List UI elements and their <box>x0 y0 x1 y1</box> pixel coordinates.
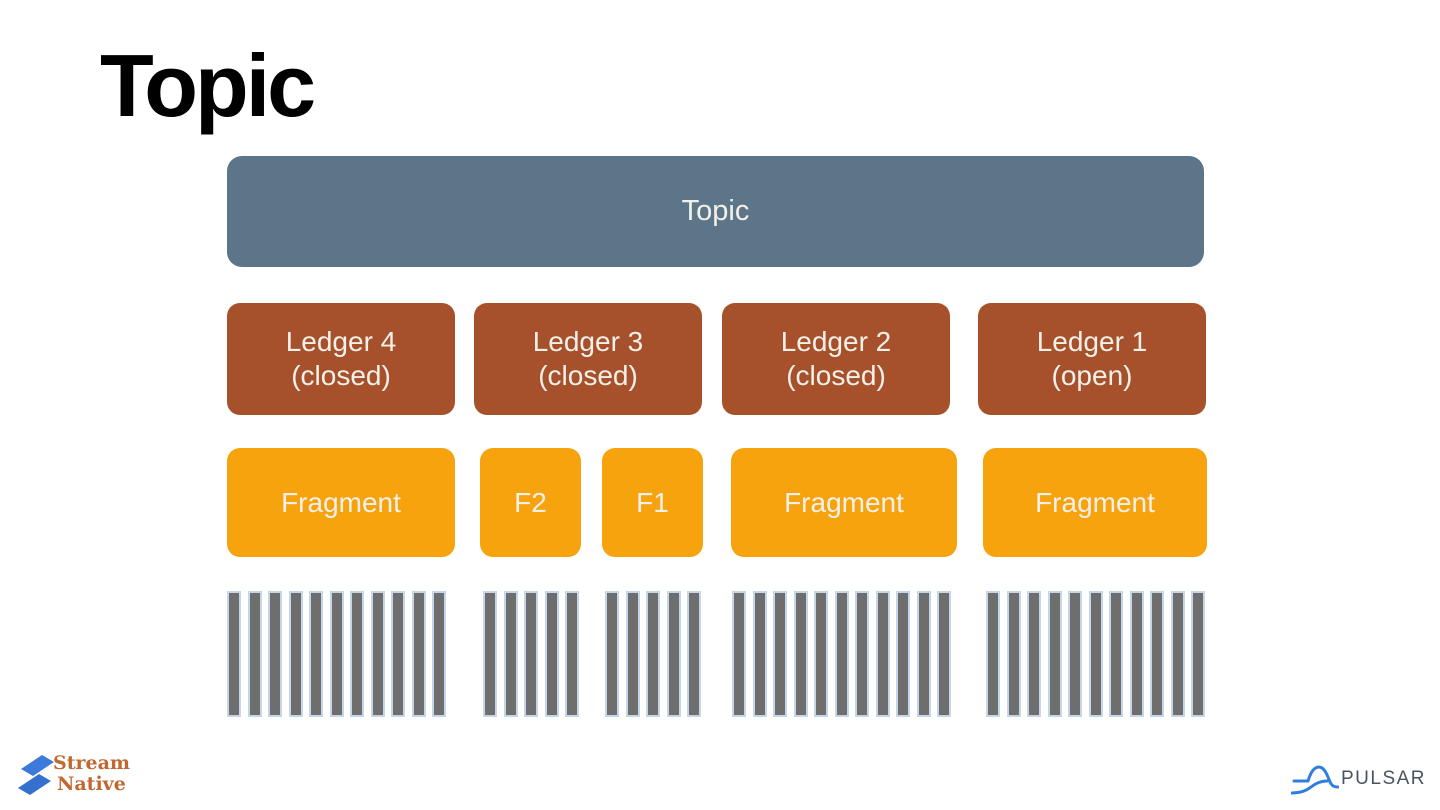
entry-bar <box>625 591 640 717</box>
entry-bar <box>1088 591 1103 717</box>
streamnative-wordmark-line1: Stream <box>53 752 131 774</box>
entry-bar <box>793 591 808 717</box>
entry-bar <box>268 591 282 717</box>
entry-bar <box>687 591 701 717</box>
fragment-box-f2-label: F2 <box>514 486 547 518</box>
entry-bar <box>1006 591 1021 717</box>
entry-bar <box>986 591 1000 717</box>
entry-bar <box>503 591 518 717</box>
entry-bar <box>247 591 262 717</box>
entry-bar <box>565 591 579 717</box>
ledger-2-state: (closed) <box>786 360 886 391</box>
entry-bar <box>1150 591 1164 717</box>
entry-bar <box>646 591 660 717</box>
ledger-1-box: Ledger 1 (open) <box>978 303 1206 415</box>
streamnative-icon <box>18 755 54 795</box>
entry-bar <box>391 591 405 717</box>
entry-bar <box>370 591 385 717</box>
fragment-box-2: Fragment <box>731 448 957 557</box>
fragment-box-1: Fragment <box>227 448 455 557</box>
ledger-2-name: Ledger 2 <box>780 326 892 357</box>
entry-bar <box>1068 591 1082 717</box>
entry-bar <box>1047 591 1062 717</box>
entry-bar <box>855 591 869 717</box>
entry-bar <box>814 591 828 717</box>
entry-bar <box>773 591 787 717</box>
entry-bar <box>605 591 619 717</box>
ledger-2-box: Ledger 2 (closed) <box>722 303 950 415</box>
page-title: Topic <box>100 36 316 135</box>
entry-bar <box>432 591 446 717</box>
ledger-4-name: Ledger 4 <box>285 326 397 357</box>
fragment-box-3-label: Fragment <box>1035 486 1155 518</box>
entry-bar <box>544 591 559 717</box>
entry-bar <box>875 591 890 717</box>
topic-box-label: Topic <box>681 195 750 227</box>
entry-bar <box>937 591 951 717</box>
streamnative-logo: Stream Native <box>17 748 130 800</box>
ledger-4-state: (closed) <box>291 360 391 391</box>
fragment-box-f2: F2 <box>480 448 581 557</box>
entry-bar <box>309 591 323 717</box>
entry-bar <box>350 591 364 717</box>
entry-bar <box>1109 591 1123 717</box>
ledger-1-name: Ledger 1 <box>1036 326 1148 357</box>
ledger-3-name: Ledger 3 <box>532 326 644 357</box>
entry-bar <box>1191 591 1205 717</box>
streamnative-wordmark: Stream Native <box>53 753 130 795</box>
entry-bar <box>834 591 849 717</box>
entry-bar <box>666 591 681 717</box>
ledger-3-box: Ledger 3 (closed) <box>474 303 702 415</box>
entry-bar-group-2 <box>483 591 579 717</box>
entry-bar <box>916 591 931 717</box>
pulsar-wordmark: PULSAR <box>1341 768 1427 789</box>
pulsar-logo: PULSAR <box>1291 760 1426 798</box>
entry-bar <box>524 591 538 717</box>
ledger-4-box: Ledger 4 (closed) <box>227 303 455 415</box>
fragment-box-f1: F1 <box>602 448 703 557</box>
entry-bar-group-5 <box>986 591 1205 717</box>
fragment-box-2-label: Fragment <box>784 486 904 518</box>
ledger-3-state: (closed) <box>538 360 638 391</box>
entry-bar <box>732 591 746 717</box>
fragment-box-3: Fragment <box>983 448 1207 557</box>
topic-box: Topic <box>227 156 1204 267</box>
entry-bar <box>411 591 426 717</box>
ledger-1-state: (open) <box>1051 360 1133 391</box>
entry-bar <box>1129 591 1144 717</box>
entry-bar <box>288 591 303 717</box>
entry-bar-group-1 <box>227 591 446 717</box>
entry-bar <box>483 591 497 717</box>
fragment-box-1-label: Fragment <box>281 486 401 518</box>
entry-bar <box>227 591 241 717</box>
streamnative-wordmark-line2: Native <box>57 773 126 795</box>
entry-bar <box>896 591 910 717</box>
entry-bar <box>1027 591 1041 717</box>
entry-bar <box>752 591 767 717</box>
pulsar-icon <box>1291 765 1339 795</box>
fragment-box-f1-label: F1 <box>636 486 669 518</box>
entry-bar <box>1170 591 1185 717</box>
entry-bar-group-3 <box>605 591 701 717</box>
entry-bar-group-4 <box>732 591 951 717</box>
entry-bar <box>329 591 344 717</box>
